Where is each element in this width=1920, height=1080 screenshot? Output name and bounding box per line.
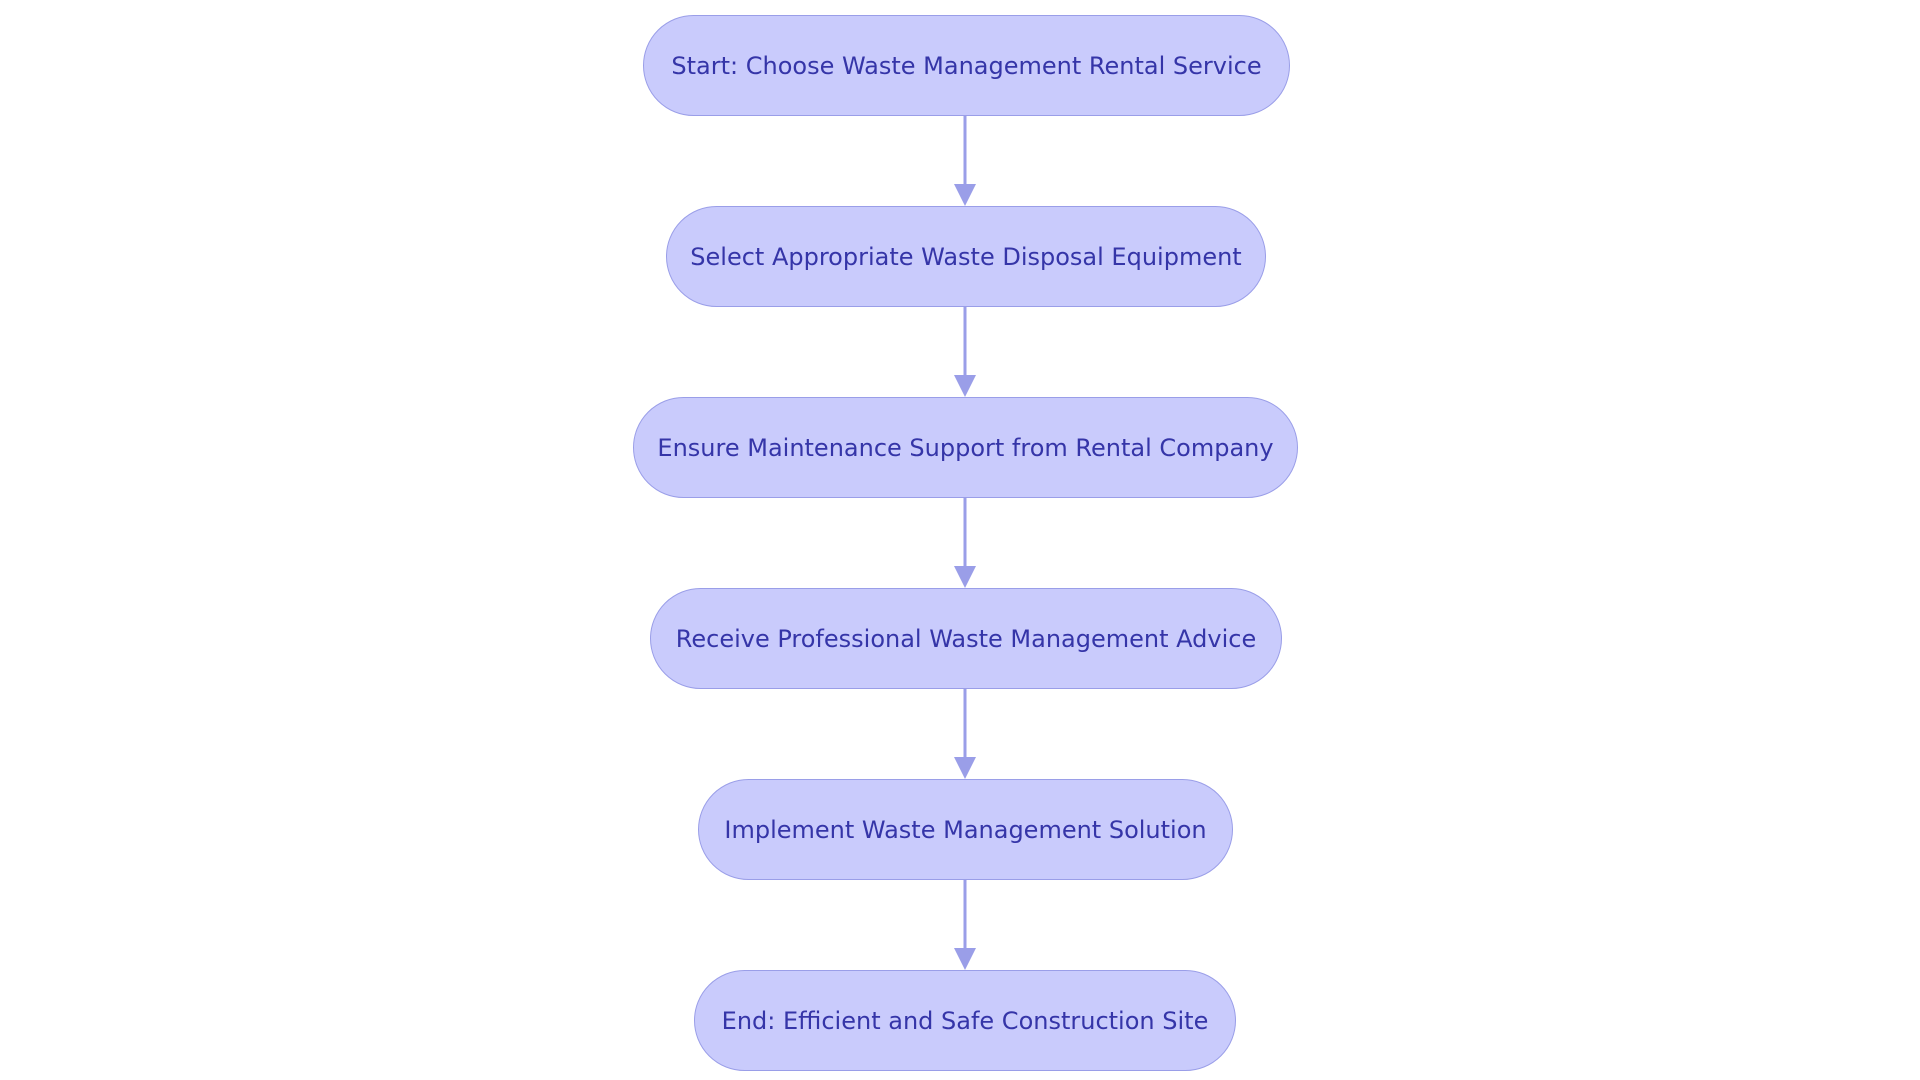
node-select-equipment: Select Appropriate Waste Disposal Equipm…	[666, 206, 1266, 307]
node-receive-advice: Receive Professional Waste Management Ad…	[650, 588, 1282, 689]
node-label: Select Appropriate Waste Disposal Equipm…	[690, 242, 1242, 271]
node-label: Ensure Maintenance Support from Rental C…	[657, 433, 1274, 462]
node-label: Receive Professional Waste Management Ad…	[675, 624, 1257, 653]
node-end-efficient-safe-site: End: Efficient and Safe Construction Sit…	[694, 970, 1236, 1071]
node-ensure-maintenance-support: Ensure Maintenance Support from Rental C…	[633, 397, 1298, 498]
node-label: Start: Choose Waste Management Rental Se…	[671, 51, 1262, 80]
node-label: End: Efficient and Safe Construction Sit…	[721, 1006, 1209, 1035]
edge-start-to-select	[954, 116, 976, 206]
node-implement-solution: Implement Waste Management Solution	[698, 779, 1233, 880]
edge-select-to-maintenance	[954, 307, 976, 397]
edge-advice-to-implement	[954, 689, 976, 779]
node-start-choose-rental-service: Start: Choose Waste Management Rental Se…	[643, 15, 1290, 116]
edge-maintenance-to-advice	[954, 498, 976, 588]
edge-implement-to-end	[954, 880, 976, 970]
node-label: Implement Waste Management Solution	[724, 815, 1207, 844]
